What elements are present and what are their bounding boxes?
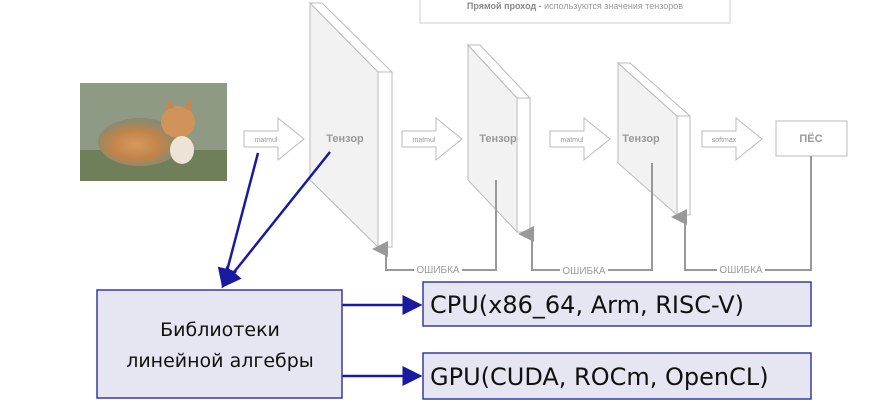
op-label: matmul (413, 137, 436, 144)
op-arrow-matmul: matmul (243, 116, 305, 162)
op-label: matmul (255, 137, 278, 144)
output-box: ПЁС (775, 120, 848, 157)
arrow-shape (549, 116, 611, 162)
tensor-3: Тензор (616, 61, 692, 217)
op-arrow-matmul: matmul (401, 116, 463, 162)
op-arrow-softmax: softmax (701, 116, 763, 162)
tensor-label: Тензор (479, 133, 517, 145)
library-line1: Библиотеки (160, 319, 280, 341)
library-line2: линейной алгебры (126, 350, 314, 372)
blue-connectors (217, 151, 423, 386)
output-label: ПЁС (799, 132, 822, 145)
arrow-shape (701, 116, 763, 162)
error-label: ОШИБКА (719, 265, 763, 276)
cpu-label: CPU(x86_64, Arm, RISC-V) (430, 291, 744, 319)
tensor-1: Тензор (308, 1, 394, 249)
gpu-box: GPU(CUDA, ROCm, OpenCL) (422, 352, 812, 400)
error-label: ОШИБКА (562, 266, 606, 277)
tensor-2: Тензор (466, 43, 532, 234)
header-box: Прямой проход - используются значения те… (419, 0, 731, 24)
library-box: Библиотеки линейной алгебры (96, 289, 343, 399)
op-arrow-matmul: matmul (549, 116, 611, 162)
op-label: matmul (561, 137, 584, 144)
cpu-box: CPU(x86_64, Arm, RISC-V) (422, 281, 812, 327)
error-labels: ОШИБКА ОШИБКА ОШИБКА (414, 263, 765, 277)
error-label: ОШИБКА (416, 265, 460, 276)
tensor-label: Тензор (326, 133, 364, 145)
arrow-shape (243, 116, 305, 162)
op-label: softmax (712, 137, 737, 144)
error-feedback (372, 156, 812, 271)
svg-text:Прямой проход - используются з: Прямой проход - используются значения те… (467, 1, 683, 11)
cat-image (80, 83, 227, 181)
op-arrows: matmul matmul matmul softmax (243, 116, 763, 162)
header-bold: Прямой проход - (467, 1, 542, 11)
tensor-label: Тензор (622, 133, 660, 145)
gpu-label: GPU(CUDA, ROCm, OpenCL) (430, 363, 769, 391)
arrow-shape (401, 116, 463, 162)
header-rest: используются значения тензоров (542, 1, 684, 11)
